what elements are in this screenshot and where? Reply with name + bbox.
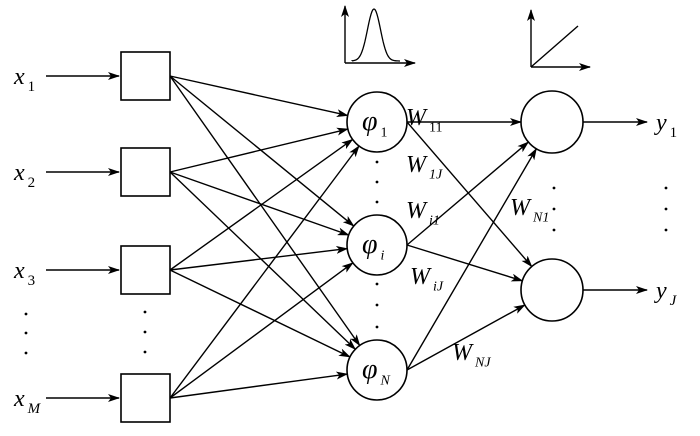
hidden-ellipsis-dots bbox=[375, 325, 379, 329]
linear-function-icon bbox=[527, 9, 591, 71]
output-ellipsis-dots bbox=[552, 186, 556, 190]
input-ellipsis-dots bbox=[24, 351, 28, 355]
input-node-box bbox=[120, 245, 171, 295]
input-node-ellipsis-dots bbox=[143, 350, 147, 354]
input-to-hidden-edge bbox=[169, 127, 349, 173]
output-label-ellipsis-dots bbox=[664, 228, 668, 232]
hidden-ellipsis-dots bbox=[375, 160, 379, 164]
input-ellipsis-dots bbox=[24, 312, 28, 316]
hidden-ellipsis-dots bbox=[375, 200, 379, 204]
hidden-node-circle bbox=[346, 91, 408, 153]
hidden-to-output-edge bbox=[406, 141, 530, 246]
output-ellipsis-dots bbox=[552, 228, 556, 232]
axis bbox=[530, 25, 579, 68]
input-to-hidden-edge bbox=[169, 145, 360, 399]
hidden-to-output-edge bbox=[406, 147, 537, 371]
input-to-hidden-edge bbox=[169, 171, 350, 236]
gaussian-curve bbox=[351, 8, 400, 62]
input-to-hidden-edge bbox=[169, 269, 351, 358]
hidden-to-output-edge bbox=[406, 244, 524, 282]
input-node-box bbox=[120, 373, 171, 423]
nodes bbox=[24, 5, 668, 423]
input-to-hidden-edge bbox=[169, 245, 349, 271]
input-node-ellipsis-dots bbox=[143, 310, 147, 314]
output-label-ellipsis-dots bbox=[664, 207, 668, 211]
output-node-circle bbox=[520, 90, 584, 154]
input-to-hidden-edge bbox=[169, 171, 357, 350]
input-node-box bbox=[120, 147, 171, 197]
input-node-box bbox=[120, 51, 171, 101]
connections bbox=[46, 72, 648, 402]
output-node-circle bbox=[520, 258, 584, 322]
input-ellipsis-dots bbox=[24, 331, 28, 335]
input-to-hidden-edge bbox=[169, 138, 354, 271]
input-node-ellipsis-dots bbox=[143, 330, 147, 334]
hidden-ellipsis-dots bbox=[375, 303, 379, 307]
input-to-hidden-edge bbox=[169, 75, 355, 227]
hidden-to-output-edge bbox=[406, 121, 533, 268]
hidden-ellipsis-dots bbox=[375, 180, 379, 184]
input-to-hidden-edge bbox=[169, 371, 349, 399]
output-ellipsis-dots bbox=[552, 207, 556, 211]
input-to-hidden-edge bbox=[169, 75, 361, 347]
hidden-node-circle bbox=[346, 214, 408, 276]
hidden-node-circle bbox=[346, 339, 408, 401]
hidden-ellipsis-dots bbox=[375, 282, 379, 286]
input-to-hidden-edge bbox=[169, 75, 349, 118]
input-to-hidden-edge bbox=[169, 262, 354, 399]
hidden-to-output-edge bbox=[406, 304, 526, 371]
output-label-ellipsis-dots bbox=[664, 186, 668, 190]
gaussian-curve-icon bbox=[341, 5, 416, 67]
